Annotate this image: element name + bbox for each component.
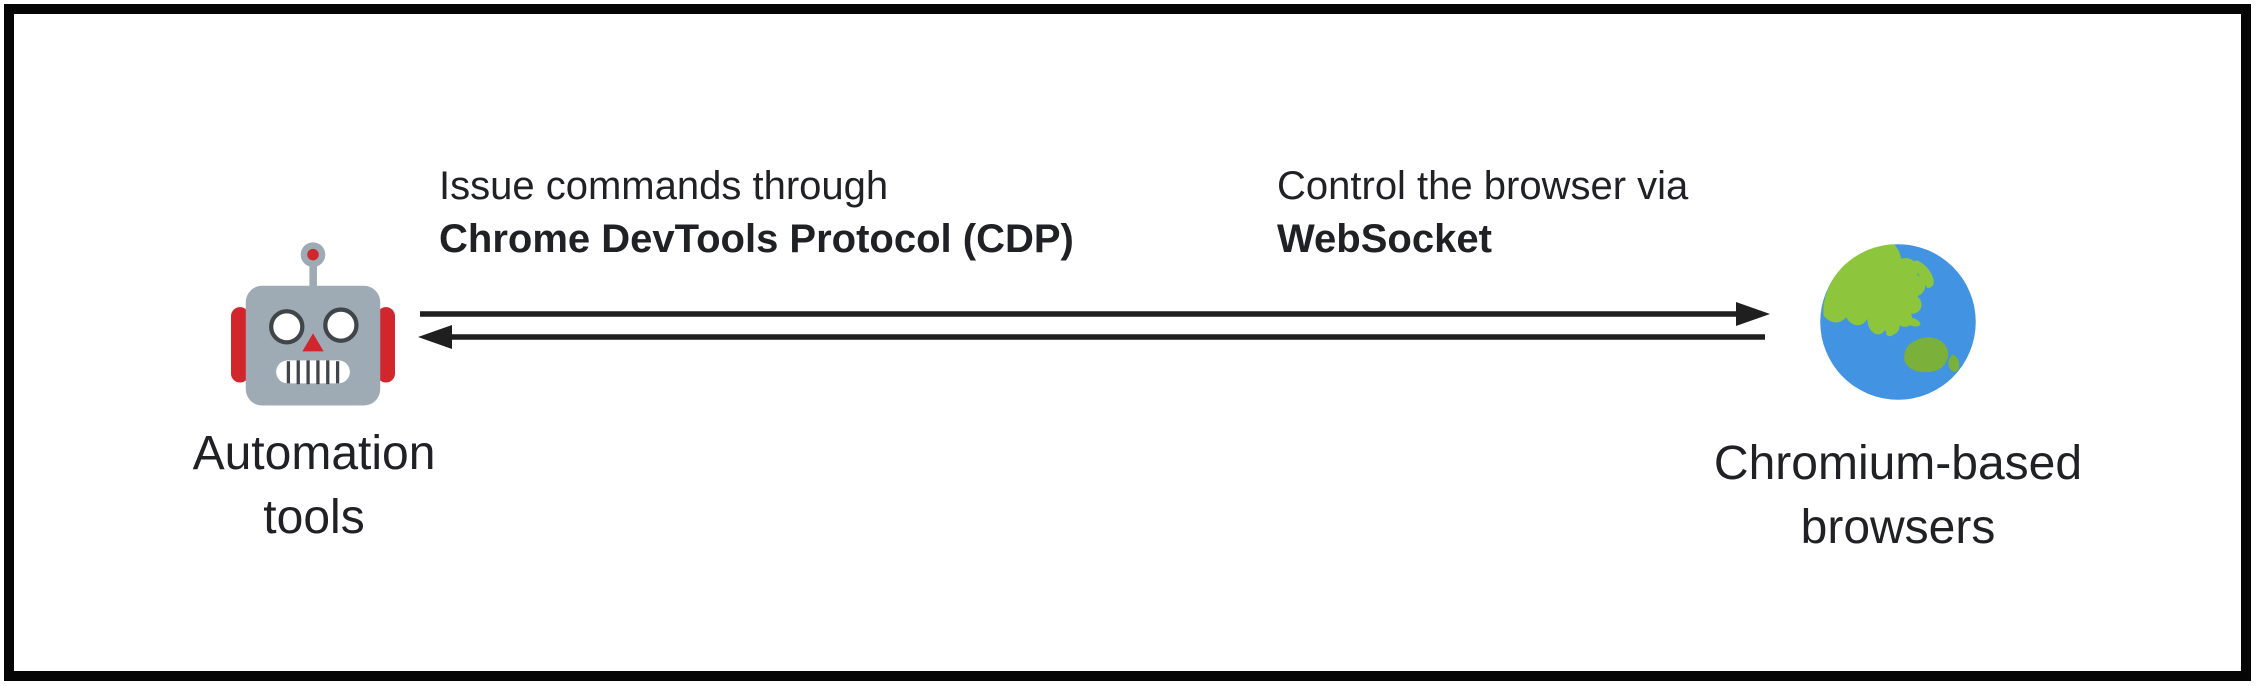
diagram-border-frame: Automation tools Chromium-based browsers…: [4, 4, 2251, 681]
globe-island-3: [1886, 330, 1894, 337]
automation-tools-label: Automation tools: [192, 427, 436, 544]
websocket-annotation: Control the browser via WebSocket: [1277, 160, 1688, 266]
globe-land-japan: [1912, 260, 1934, 288]
websocket-annotation-line2: WebSocket: [1277, 217, 1492, 261]
globe-icon-svg: [1820, 244, 1976, 400]
robot-nose: [302, 333, 324, 352]
globe-asia-australia-icon: [1817, 241, 1979, 403]
robot-mouth-stripes: [286, 360, 340, 385]
chromium-browsers-label: Chromium-based browsers: [1713, 437, 2083, 554]
robot-ear-right: [376, 307, 395, 383]
robot-mouth: [276, 360, 350, 384]
robot-eye-right: [323, 307, 359, 343]
cdp-annotation: Issue commands through Chrome DevTools P…: [439, 160, 1074, 266]
robot-ear-left: [231, 307, 250, 383]
globe-island-1: [1896, 308, 1907, 316]
robot-antenna-light: [307, 248, 319, 261]
robot-eye-left: [269, 309, 305, 345]
cdp-annotation-line2: Chrome DevTools Protocol (CDP): [439, 217, 1074, 261]
globe-land-nz: [1948, 354, 1960, 372]
websocket-annotation-line1: Control the browser via: [1277, 164, 1689, 208]
globe-island-2: [1904, 317, 1921, 327]
robot-antenna-stem: [309, 257, 317, 290]
cdp-annotation-line1: Issue commands through: [439, 164, 889, 208]
robot-icon-svg: [231, 242, 395, 406]
globe-land-australia: [1904, 337, 1949, 373]
robot-icon: [231, 241, 395, 406]
